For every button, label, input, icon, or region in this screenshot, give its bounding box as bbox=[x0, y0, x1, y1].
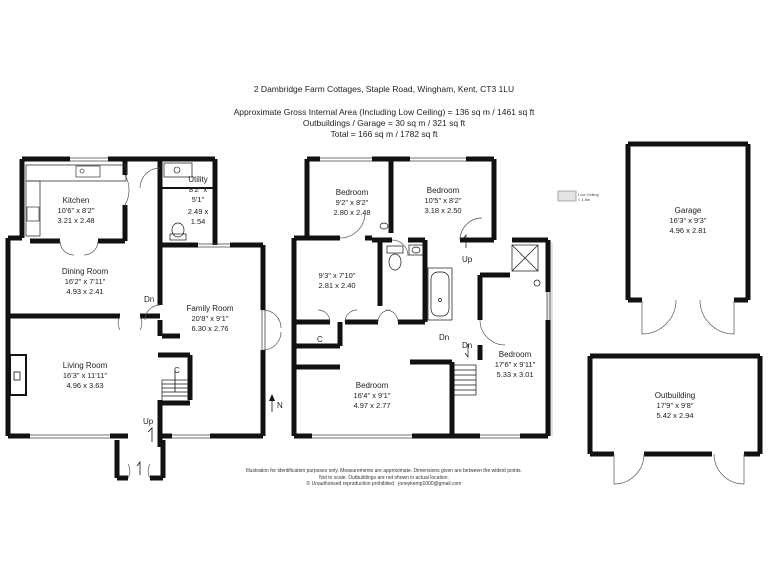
disclaimer-line-2: Not to scale. Outbuildings are not shown… bbox=[319, 474, 449, 481]
gross-area-line: Approximate Gross Internal Area (Includi… bbox=[233, 107, 535, 117]
bedroom-4-metric: 4.97 x 2.77 bbox=[353, 401, 390, 410]
dining-room-imperial: 16'2" x 7'11" bbox=[65, 277, 106, 286]
living-room-metric: 4.96 x 3.63 bbox=[66, 381, 103, 390]
first-floor-stairs bbox=[453, 233, 477, 396]
bedroom-1-metric: 2.80 x 2.48 bbox=[333, 208, 370, 217]
family-room-imperial: 20'8" x 9'1" bbox=[192, 314, 229, 323]
kitchen-imperial: 10'6" x 8'2" bbox=[58, 206, 95, 215]
kitchen-fittings bbox=[25, 164, 127, 237]
first-dn-label-2: Dn bbox=[462, 341, 472, 350]
family-room-name: Family Room bbox=[186, 304, 233, 313]
front-door-arrow bbox=[136, 460, 141, 475]
bedroom-1-imperial: 9'2" x 8'2" bbox=[336, 198, 369, 207]
total-area-line: Total = 166 sq m / 1782 sq ft bbox=[330, 129, 438, 139]
bedroom-2-imperial: 10'5" x 8'2" bbox=[425, 196, 462, 205]
low-ceiling-legend-sublabel: < 1.5m bbox=[578, 197, 591, 202]
bedroom-3-metric: 5.33 x 3.01 bbox=[496, 370, 533, 379]
living-room-imperial: 16'3" x 11'11" bbox=[63, 371, 108, 380]
first-floor bbox=[291, 156, 577, 439]
disclaimer-footer: Illustration for identification purposes… bbox=[0, 468, 768, 488]
landing-metric: 2.81 x 2.40 bbox=[318, 281, 355, 290]
utility-metric-2: 1.54 bbox=[191, 217, 206, 226]
family-room-metric: 6.30 x 2.76 bbox=[191, 324, 228, 333]
low-ceiling-legend-swatch bbox=[557, 190, 577, 202]
utility-name: Utility bbox=[188, 175, 208, 184]
bedroom-3-imperial: 17'6" x 9'11" bbox=[495, 360, 536, 369]
garage-metric: 4.96 x 2.81 bbox=[669, 226, 706, 235]
ground-floor bbox=[5, 156, 282, 481]
north-indicator: N bbox=[269, 394, 283, 412]
outbuildings-area-line: Outbuildings / Garage = 30 sq m / 321 sq… bbox=[302, 118, 466, 128]
bedroom-2-metric: 3.18 x 2.50 bbox=[424, 206, 461, 215]
first-dn-label-1: Dn bbox=[439, 333, 449, 342]
low-ceiling-legend-label: Low Ceiling bbox=[578, 192, 599, 197]
ground-floor-stairs bbox=[161, 370, 189, 403]
copyright-line: © Unauthorised reproduction prohibited ·… bbox=[306, 481, 462, 487]
landing-imperial: 9'3" x 7'10" bbox=[319, 271, 356, 280]
first-cupboard-label: C bbox=[317, 335, 323, 344]
entrance-arrow bbox=[147, 427, 153, 442]
disclaimer-line-1: Illustration for identification purposes… bbox=[246, 468, 522, 474]
ground-up-label: Up bbox=[143, 417, 154, 426]
dining-room-name: Dining Room bbox=[62, 267, 109, 276]
bathroom-fittings bbox=[379, 222, 541, 321]
bedroom-4-name: Bedroom bbox=[356, 381, 389, 390]
bedroom-2-name: Bedroom bbox=[427, 186, 460, 195]
first-floor-walls bbox=[291, 156, 551, 439]
ground-cupboard-label: C bbox=[174, 366, 180, 375]
bedroom-1-name: Bedroom bbox=[336, 188, 369, 197]
ground-floor-walls bbox=[5, 156, 266, 481]
kitchen-metric: 3.21 x 2.48 bbox=[57, 216, 94, 225]
living-room-name: Living Room bbox=[63, 361, 108, 370]
kitchen-name: Kitchen bbox=[63, 196, 90, 205]
dining-room-metric: 4.93 x 2.41 bbox=[66, 287, 103, 296]
first-up-label: Up bbox=[462, 255, 473, 264]
outbuilding-name: Outbuilding bbox=[655, 391, 695, 400]
utility-fittings bbox=[139, 162, 215, 241]
utility-imperial-2: 5'1" bbox=[192, 195, 205, 204]
bedroom-4-imperial: 16'4" x 9'1" bbox=[354, 391, 391, 400]
plan-address: 2 Dambridge Farm Cottages, Staple Road, … bbox=[253, 84, 515, 94]
outbuilding-metric: 5.42 x 2.94 bbox=[656, 411, 693, 420]
garage-name: Garage bbox=[675, 206, 702, 215]
utility-imperial-1: 8'2" x bbox=[189, 185, 208, 194]
garage-imperial: 16'3" x 9'3" bbox=[670, 216, 707, 225]
utility-metric-1: 2.49 x bbox=[188, 207, 209, 216]
chimney-breast bbox=[9, 354, 27, 396]
bedroom-3-name: Bedroom bbox=[499, 350, 532, 359]
first-floor-door-swings bbox=[317, 212, 506, 346]
garage-building bbox=[625, 141, 751, 335]
ground-floor-windows bbox=[30, 157, 266, 439]
ground-floor-door-swings bbox=[59, 174, 282, 479]
north-label: N bbox=[277, 401, 283, 410]
first-floor-windows bbox=[312, 157, 551, 439]
ground-dn-label: Dn bbox=[144, 295, 154, 304]
outbuilding-imperial: 17'9" x 9'8" bbox=[657, 401, 694, 410]
outbuilding-building bbox=[587, 353, 763, 485]
